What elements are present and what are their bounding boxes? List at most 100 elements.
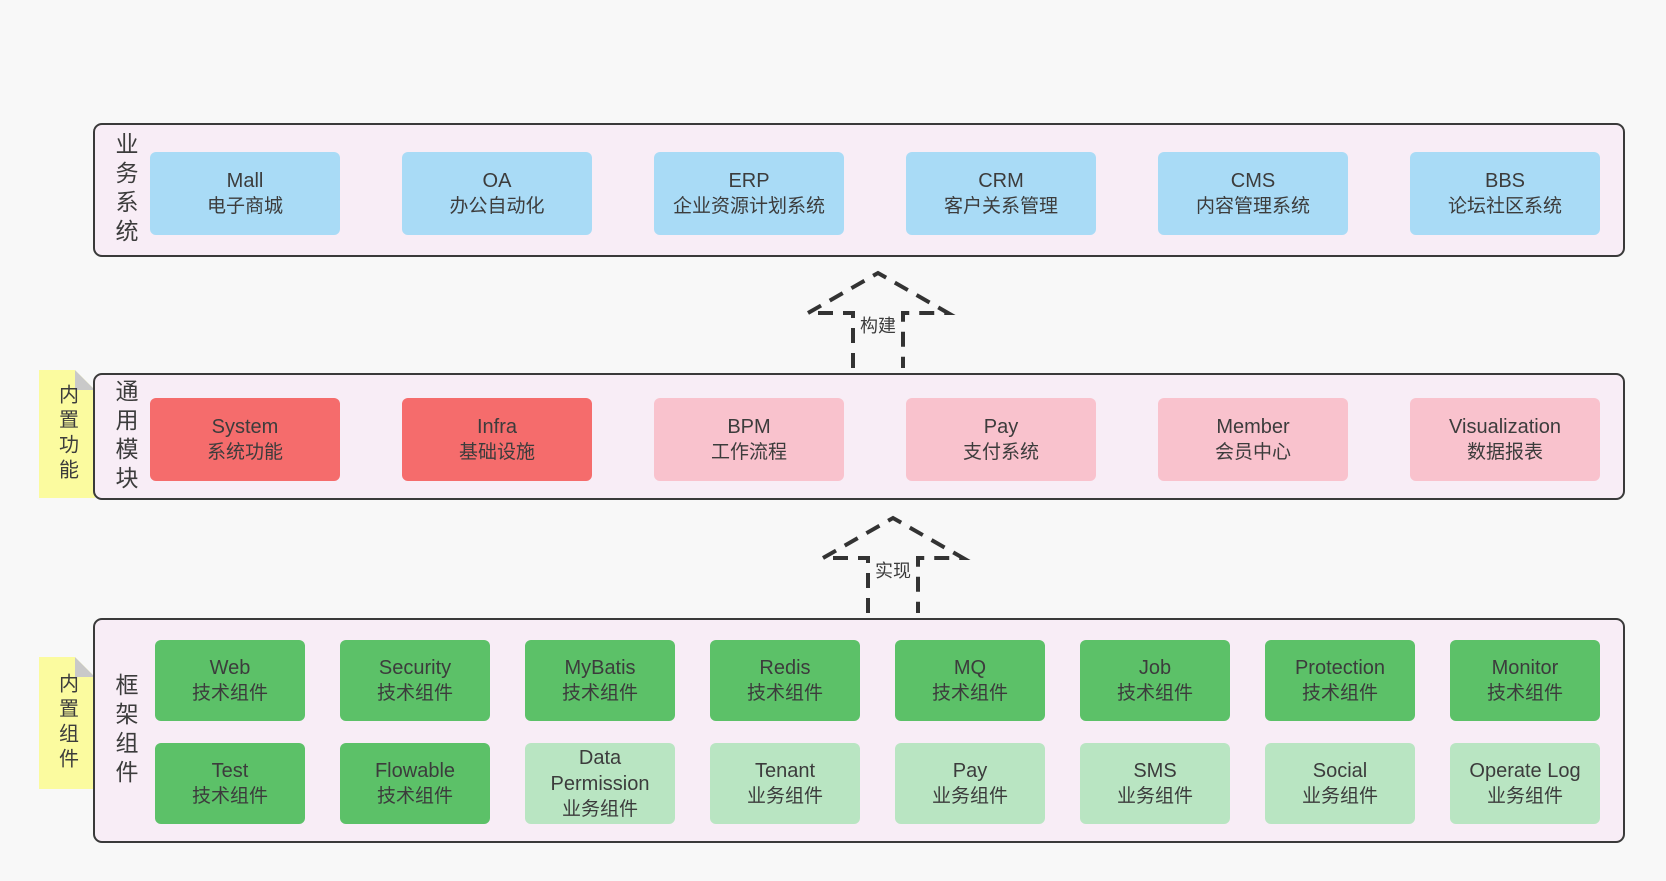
box-subtitle: 会员中心 [1214,441,1291,463]
module-box-cms: CMS 内容管理系统 [1158,152,1348,235]
box-subtitle: 技术组件 [1116,682,1193,704]
box-title: Pay [952,759,988,782]
module-box-mall: Mall 电子商城 [150,152,340,235]
component-box-data-permission: Data Permission 业务组件 [525,743,675,824]
component-box-protection: Protection 技术组件 [1265,640,1415,721]
box-subtitle: 数据报表 [1466,441,1543,463]
box-subtitle: 业务组件 [1301,785,1378,807]
box-title: CMS [1230,169,1276,192]
box-subtitle: 技术组件 [931,682,1008,704]
box-title: Tenant [754,759,816,782]
sticky-label: 内置组件 [55,673,78,773]
box-subtitle: 业务组件 [1116,785,1193,807]
component-box-flowable: Flowable 技术组件 [340,743,490,824]
component-box-sms: SMS 业务组件 [1080,743,1230,824]
component-box-test: Test 技术组件 [155,743,305,824]
framework-components-row-1: Web 技术组件 Security 技术组件 MyBatis 技术组件 Redi… [155,640,1600,721]
component-box-security: Security 技术组件 [340,640,490,721]
module-box-infra: Infra 基础设施 [402,398,592,481]
box-subtitle: 技术组件 [191,785,268,807]
box-title: System [211,415,279,438]
implement-arrow: 实现 [813,513,973,617]
box-subtitle: 业务组件 [746,785,823,807]
box-title: OA [482,169,512,192]
box-title: CRM [978,169,1024,192]
dashed-up-arrow-icon [815,515,971,613]
box-title: BPM [727,415,771,438]
module-box-bpm: BPM 工作流程 [654,398,844,481]
box-subtitle: 业务组件 [561,798,638,820]
component-box-tenant: Tenant 业务组件 [710,743,860,824]
box-title: Operate Log [1469,759,1581,782]
component-box-monitor: Monitor 技术组件 [1450,640,1600,721]
box-title: Web [209,656,251,679]
arrow-label: 实现 [870,556,916,584]
component-box-job: Job 技术组件 [1080,640,1230,721]
box-title: Monitor [1491,656,1559,679]
box-title: Social [1312,759,1368,782]
sticky-note-built-in-components: 内置组件 [39,657,95,789]
band-business-systems: 业务系统 Mall 电子商城 OA 办公自动化 ERP 企业资源计划系统 CRM… [93,123,1625,257]
band-label-common-modules: 通用模块 [112,378,138,495]
module-box-oa: OA 办公自动化 [402,152,592,235]
box-title: Test [211,759,249,782]
component-box-mybatis: MyBatis 技术组件 [525,640,675,721]
box-subtitle: 企业资源计划系统 [672,195,825,217]
common-modules-row: System 系统功能 Infra 基础设施 BPM 工作流程 Pay 支付系统… [150,398,1600,481]
band-label-framework-components: 框架组件 [112,672,138,789]
band-common-modules: 通用模块 System 系统功能 Infra 基础设施 BPM 工作流程 Pay… [93,373,1625,500]
box-subtitle: 内容管理系统 [1195,195,1310,217]
box-subtitle: 技术组件 [191,682,268,704]
module-box-bbs: BBS 论坛社区系统 [1410,152,1600,235]
box-title: Mall [226,169,264,192]
sticky-label: 内置功能 [55,384,78,484]
box-title: Data Permission [550,746,650,795]
box-title: Protection [1294,656,1386,679]
box-title: MyBatis [564,656,636,679]
box-title: ERP [728,169,770,192]
band-label-business-systems: 业务系统 [112,132,138,248]
module-box-visualization: Visualization 数据报表 [1410,398,1600,481]
framework-components-row-2: Test 技术组件 Flowable 技术组件 Data Permission … [155,743,1600,824]
component-box-mq: MQ 技术组件 [895,640,1045,721]
module-box-crm: CRM 客户关系管理 [906,152,1096,235]
build-arrow: 构建 [798,268,958,372]
box-subtitle: 系统功能 [206,441,283,463]
box-subtitle: 技术组件 [376,682,453,704]
module-box-pay: Pay 支付系统 [906,398,1096,481]
box-title: Member [1216,415,1290,438]
box-subtitle: 电子商城 [206,195,283,217]
component-box-social: Social 业务组件 [1265,743,1415,824]
box-subtitle: 基础设施 [458,441,535,463]
box-subtitle: 技术组件 [746,682,823,704]
box-subtitle: 支付系统 [962,441,1039,463]
box-subtitle: 业务组件 [931,785,1008,807]
business-systems-row: Mall 电子商城 OA 办公自动化 ERP 企业资源计划系统 CRM 客户关系… [150,152,1600,235]
box-title: Flowable [374,759,456,782]
module-box-system: System 系统功能 [150,398,340,481]
box-subtitle: 技术组件 [376,785,453,807]
box-subtitle: 工作流程 [710,441,787,463]
box-subtitle: 论坛社区系统 [1447,195,1562,217]
box-title: Security [378,656,452,679]
component-box-pay: Pay 业务组件 [895,743,1045,824]
box-subtitle: 办公自动化 [449,195,545,217]
module-box-member: Member 会员中心 [1158,398,1348,481]
box-title: MQ [953,656,987,679]
box-title: Job [1138,656,1172,679]
sticky-note-built-in-features: 内置功能 [39,370,95,498]
component-box-redis: Redis 技术组件 [710,640,860,721]
module-box-erp: ERP 企业资源计划系统 [654,152,844,235]
arrow-label: 构建 [855,311,901,339]
box-subtitle: 技术组件 [1301,682,1378,704]
box-title: Redis [759,656,811,679]
box-subtitle: 技术组件 [1486,682,1563,704]
box-title: BBS [1484,169,1526,192]
box-title: SMS [1133,759,1177,782]
component-box-web: Web 技术组件 [155,640,305,721]
box-title: Pay [983,415,1019,438]
box-title: Infra [476,415,518,438]
dashed-up-arrow-icon [800,270,956,368]
box-subtitle: 技术组件 [561,682,638,704]
